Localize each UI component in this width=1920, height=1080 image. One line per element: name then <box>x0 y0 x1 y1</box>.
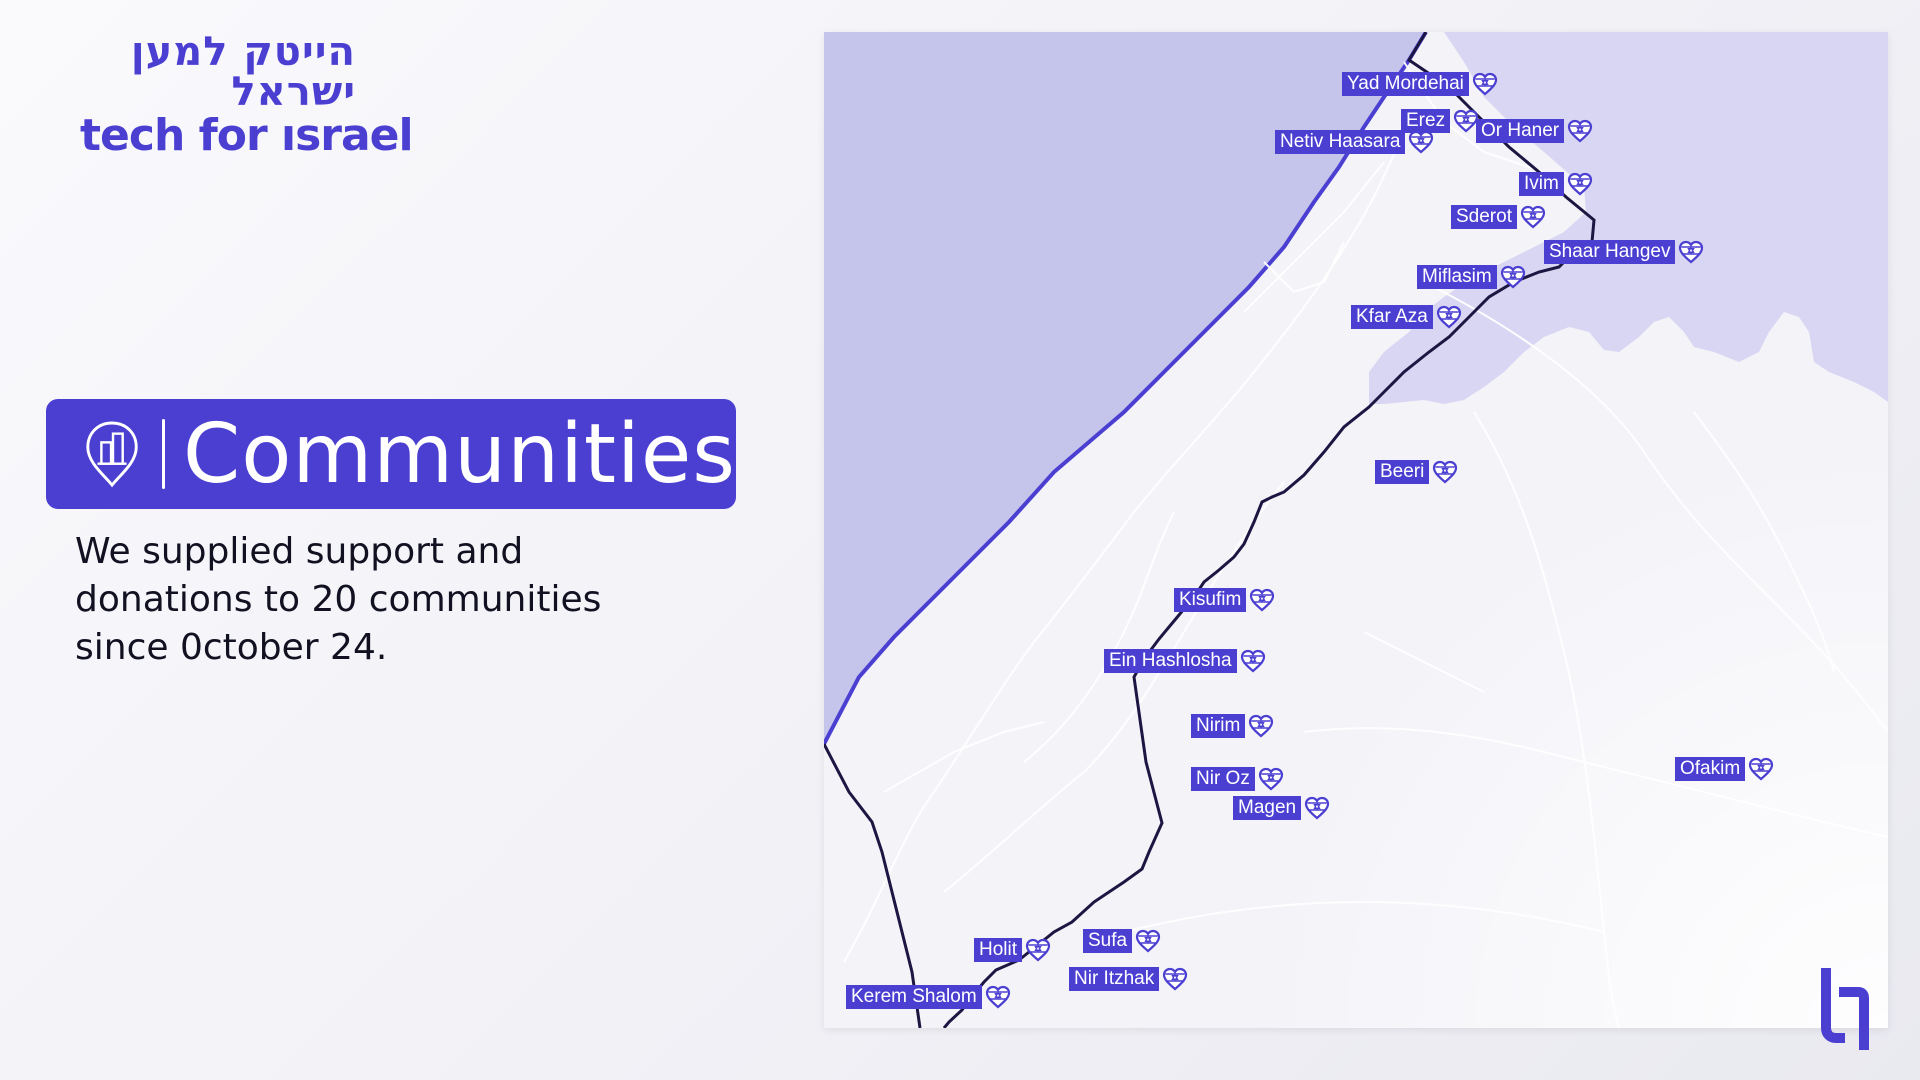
community-label: Nir Oz <box>1191 767 1255 791</box>
israel-flag-heart-icon <box>1436 305 1462 329</box>
israel-flag-heart-icon <box>1249 588 1275 612</box>
community-marker: Kfar Aza <box>1351 305 1462 329</box>
section-banner: Communities <box>46 399 736 509</box>
community-marker: Beeri <box>1375 460 1458 484</box>
banner-divider <box>162 419 165 489</box>
community-label: Ein Hashlosha <box>1104 649 1237 673</box>
israel-flag-heart-icon <box>1408 130 1434 154</box>
community-label: Kerem Shalom <box>846 985 982 1009</box>
community-marker: Kerem Shalom <box>846 985 1011 1009</box>
community-marker: Sufa <box>1083 929 1161 953</box>
community-pin-icon <box>86 421 138 488</box>
israel-flag-heart-icon <box>1453 109 1479 133</box>
israel-flag-heart-icon <box>1472 72 1498 96</box>
community-marker: Yad Mordehai <box>1342 72 1498 96</box>
israel-flag-heart-icon <box>1135 929 1161 953</box>
community-marker: Nir Itzhak <box>1069 967 1188 991</box>
community-label: Shaar Hangev <box>1544 240 1676 264</box>
community-label: Ofakim <box>1675 757 1746 781</box>
community-label: Magen <box>1233 796 1302 820</box>
map-vignette <box>824 32 1888 1028</box>
community-marker: Ofakim <box>1675 757 1774 781</box>
brand-mark-icon <box>1821 968 1869 1050</box>
community-label: Miflasim <box>1417 265 1497 289</box>
israel-flag-heart-icon <box>1567 119 1593 143</box>
community-label: Kisufim <box>1174 588 1247 612</box>
community-marker: Sderot <box>1451 205 1546 229</box>
community-label: Erez <box>1401 109 1451 133</box>
brand-logo: הייטק למען ישראל tech for ısrael <box>44 29 414 161</box>
community-marker: Ein Hashlosha <box>1104 649 1266 673</box>
israel-flag-heart-icon <box>1432 460 1458 484</box>
israel-flag-heart-icon <box>985 985 1011 1009</box>
description-text: We supplied support and donations to 20 … <box>75 531 602 668</box>
community-marker: Kisufim <box>1174 588 1275 612</box>
israel-flag-heart-icon <box>1678 240 1704 264</box>
community-label: Beeri <box>1375 460 1430 484</box>
community-marker: Nir Oz <box>1191 767 1284 791</box>
israel-flag-heart-icon <box>1304 796 1330 820</box>
israel-flag-heart-icon <box>1025 938 1051 962</box>
community-marker: Holit <box>974 938 1051 962</box>
community-marker: Miflasim <box>1417 265 1526 289</box>
community-label: Sufa <box>1083 929 1133 953</box>
community-label: Yad Mordehai <box>1342 72 1469 96</box>
community-marker: Or Haner <box>1476 119 1593 143</box>
community-label: Nir Itzhak <box>1069 967 1160 991</box>
community-label: Kfar Aza <box>1351 305 1433 329</box>
israel-flag-heart-icon <box>1162 967 1188 991</box>
page-title: Communities <box>182 406 736 502</box>
community-label: Nirim <box>1191 714 1246 738</box>
israel-flag-heart-icon <box>1748 757 1774 781</box>
community-marker: Nirim <box>1191 714 1274 738</box>
israel-flag-heart-icon <box>1567 172 1593 196</box>
community-label: Or Haner <box>1476 119 1565 143</box>
community-label: Holit <box>974 938 1023 962</box>
community-label: Ivim <box>1519 172 1564 196</box>
israel-flag-heart-icon <box>1240 649 1266 673</box>
logo-english-text: tech for ısrael <box>80 110 414 161</box>
community-marker: Magen <box>1233 796 1330 820</box>
israel-flag-heart-icon <box>1248 714 1274 738</box>
israel-flag-heart-icon <box>1500 265 1526 289</box>
community-label: Sderot <box>1451 205 1517 229</box>
logo-hebrew-text: הייטק למען ישראל <box>130 29 356 115</box>
community-marker: Netiv Haasara <box>1275 130 1434 154</box>
community-marker: Shaar Hangev <box>1544 240 1704 264</box>
community-marker: Ivim <box>1519 172 1593 196</box>
israel-flag-heart-icon <box>1520 205 1546 229</box>
israel-flag-heart-icon <box>1258 767 1284 791</box>
community-marker: Erez <box>1401 109 1479 133</box>
community-label: Netiv Haasara <box>1275 130 1406 154</box>
map-base <box>824 32 1888 1028</box>
